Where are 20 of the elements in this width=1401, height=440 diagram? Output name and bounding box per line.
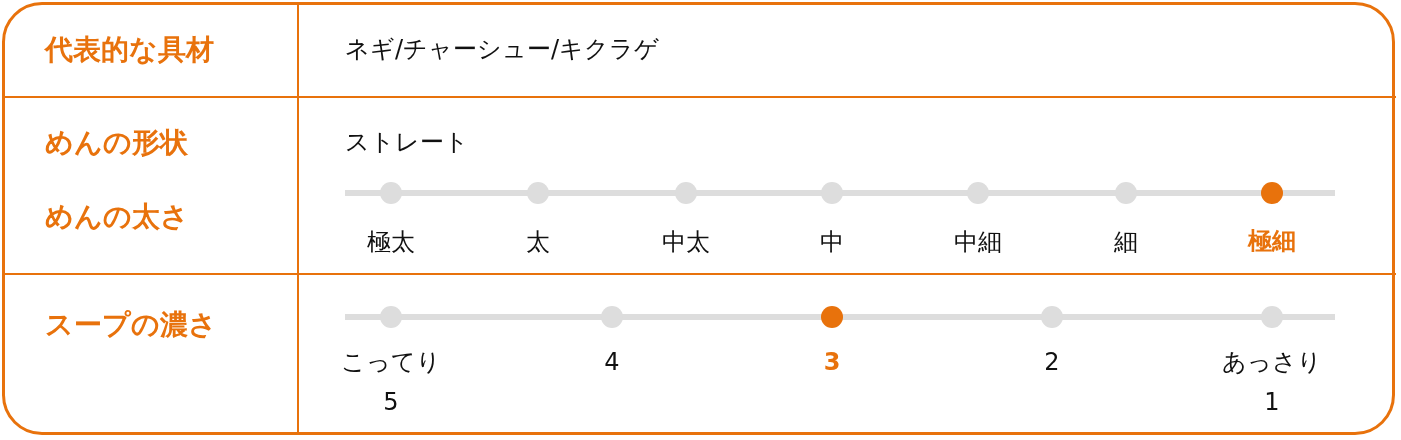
scale-label: 極細 <box>1248 229 1296 253</box>
row-heading: めんの形状 <box>45 129 188 157</box>
scale-label: 太 <box>526 230 550 254</box>
row-heading: スープの濃さ <box>45 311 217 339</box>
scale-label: 中太 <box>662 230 710 254</box>
scale-label: 3 <box>823 350 841 374</box>
scale-label: 細 <box>1114 230 1138 254</box>
scale-label: こってり <box>341 350 441 374</box>
row-value: ネギ/チャーシュー/キクラゲ <box>345 37 660 61</box>
scale-label: 5 <box>383 390 399 414</box>
scale-label: 中 <box>820 230 844 254</box>
scale-label: 1 <box>1264 390 1280 414</box>
row-heading: めんの太さ <box>45 203 189 231</box>
row-value: ストレート <box>345 130 469 154</box>
row-heading: 代表的な具材 <box>45 36 214 64</box>
scale-label: あっさり <box>1222 350 1322 374</box>
scale-label: 4 <box>604 350 620 374</box>
scale-label: 中細 <box>954 230 1002 254</box>
scale-label: 極太 <box>367 230 415 254</box>
scale-label: 2 <box>1044 350 1060 374</box>
